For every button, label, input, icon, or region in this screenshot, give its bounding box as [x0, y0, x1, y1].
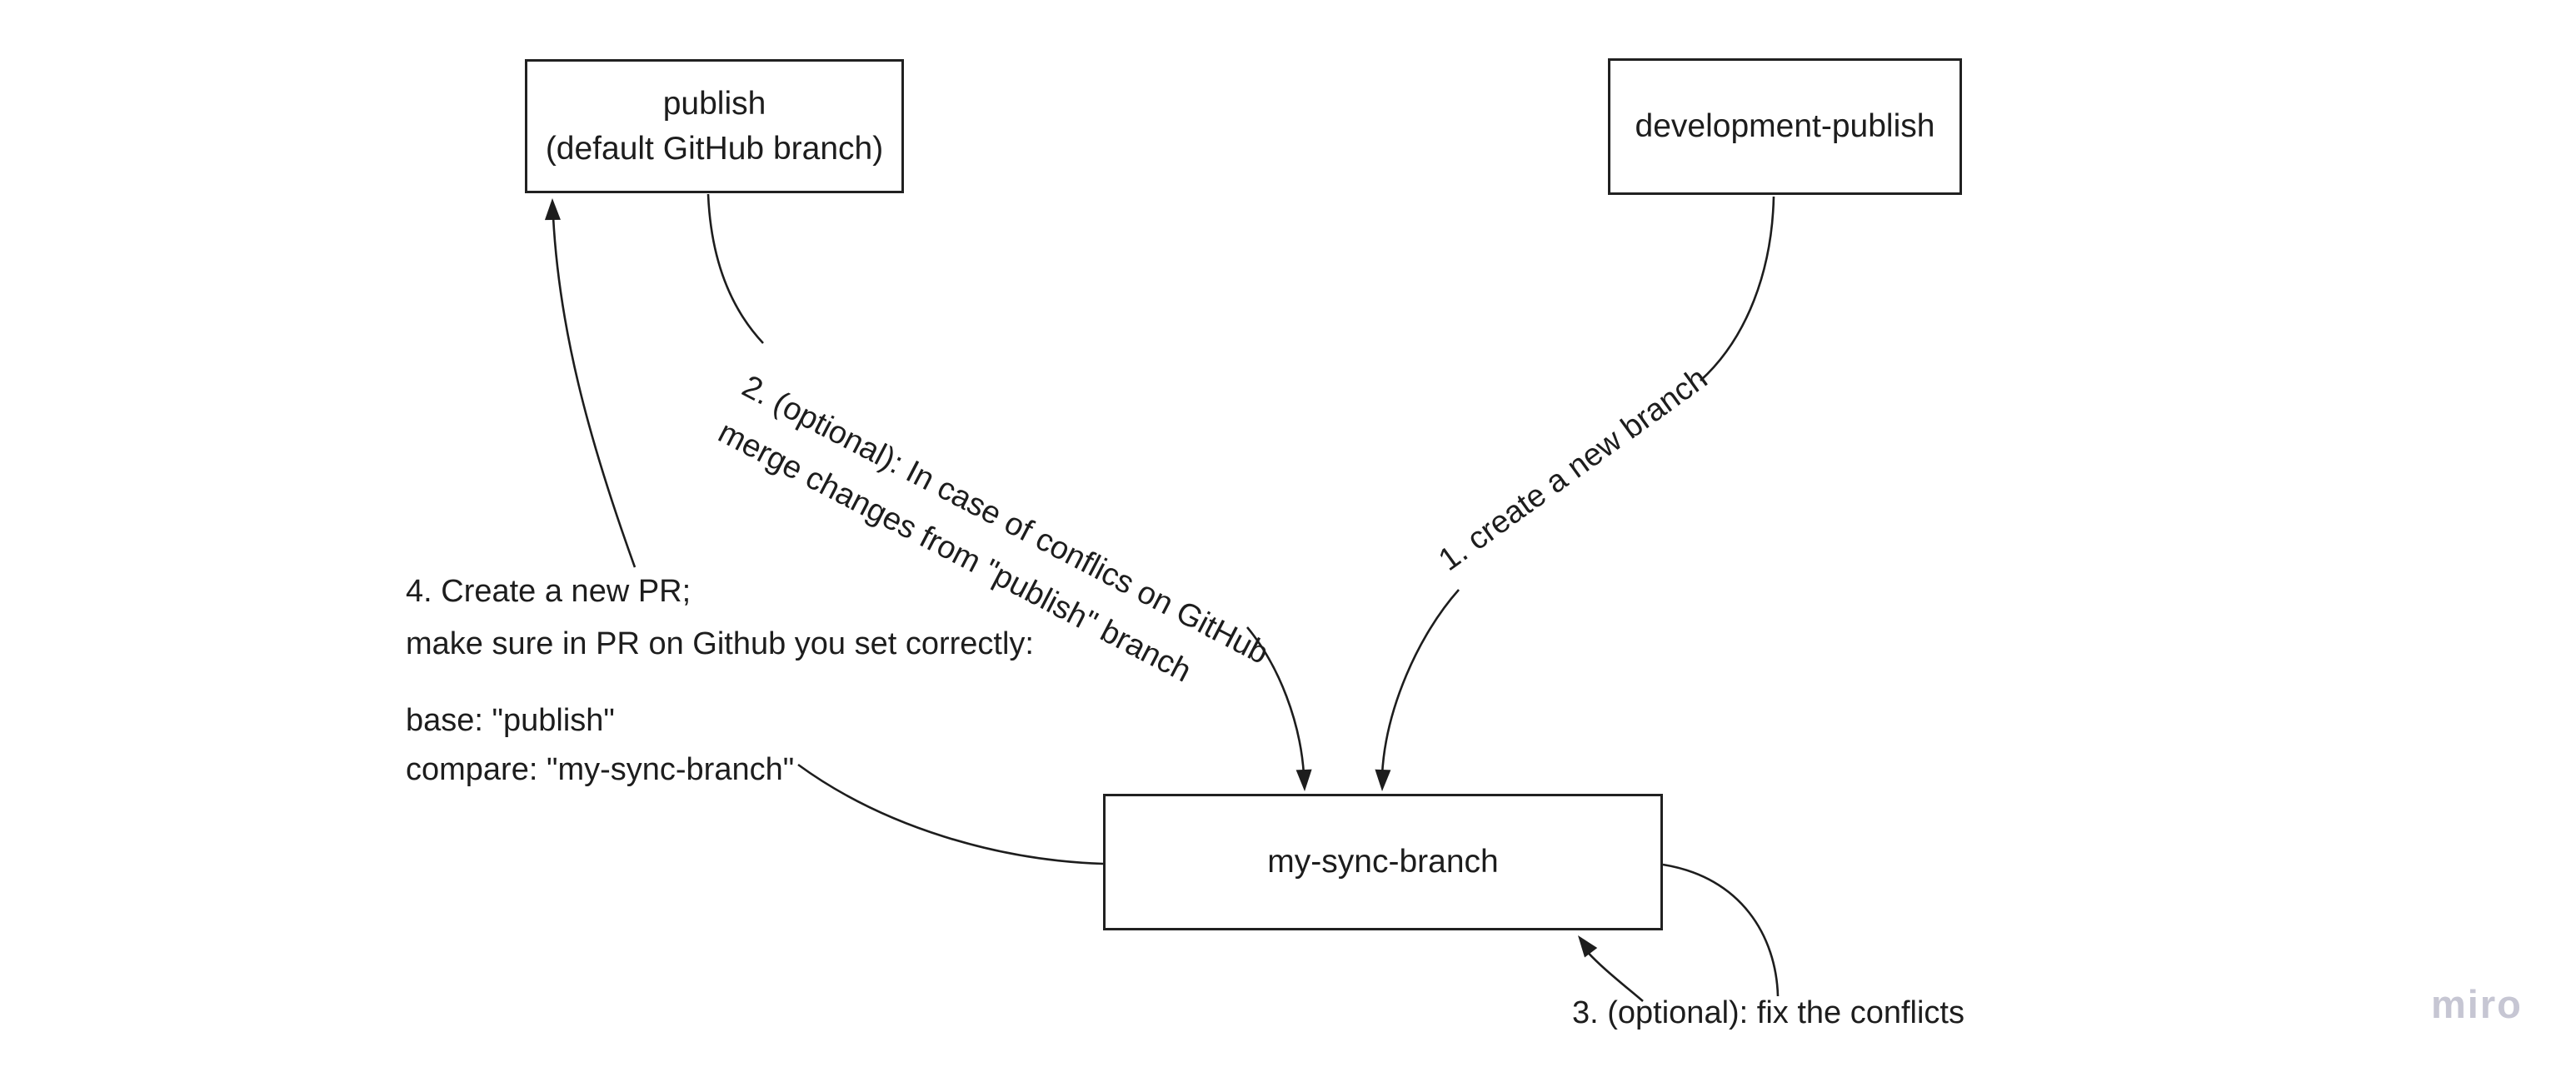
- connector-step2[interactable]: [706, 193, 1313, 792]
- label-step4-line2: make sure in PR on Github you set correc…: [406, 626, 1034, 661]
- publish-label-line2: (default GitHub branch): [545, 130, 884, 167]
- connector-step3-return-segment[interactable]: [1584, 948, 1644, 1002]
- shape-publish-branch[interactable]: publish (default GitHub branch): [525, 59, 904, 193]
- development-publish-label: development-publish: [1635, 108, 1935, 144]
- my-sync-branch-label: my-sync-branch: [1267, 844, 1499, 880]
- connector-step4[interactable]: [544, 198, 1104, 865]
- publish-label-line1: publish: [662, 85, 766, 122]
- connector-step4-lower-segment[interactable]: [797, 763, 1104, 865]
- label-step3-text: 3. (optional): fix the conflicts: [1572, 995, 1964, 1030]
- label-step4-line3: base: "publish": [406, 703, 615, 738]
- shape-development-publish-branch[interactable]: development-publish: [1608, 58, 1962, 195]
- miro-logo-watermark: miro: [2431, 981, 2523, 1027]
- arrowhead-step3[interactable]: [1571, 930, 1598, 958]
- label-step4-line1: 4. Create a new PR;: [406, 574, 691, 609]
- connector-step1-upper-segment[interactable]: [1700, 196, 1775, 381]
- connector-step1-lower-segment[interactable]: [1380, 589, 1460, 775]
- connector-step1[interactable]: [1375, 196, 1775, 792]
- miro-logo-text: miro: [2431, 982, 2523, 1026]
- connector-step4-upper-segment[interactable]: [552, 216, 637, 568]
- label-step4-create-pr[interactable]: 4. Create a new PR; make sure in PR on G…: [406, 570, 1156, 803]
- label-step4-line4: compare: "my-sync-branch": [406, 752, 795, 787]
- label-step3-fix-conflicts[interactable]: 3. (optional): fix the conflicts: [1572, 991, 1964, 1035]
- connector-step2-upper-segment[interactable]: [706, 193, 764, 344]
- connector-step3[interactable]: [1571, 863, 1780, 1002]
- connector-step3-outer-segment[interactable]: [1662, 863, 1780, 997]
- arrowhead-step1[interactable]: [1375, 769, 1391, 792]
- arrowhead-step2[interactable]: [1295, 769, 1313, 792]
- shape-my-sync-branch[interactable]: my-sync-branch: [1103, 794, 1663, 930]
- connector-step2-lower-segment[interactable]: [1246, 626, 1305, 775]
- arrowhead-step4[interactable]: [544, 198, 561, 221]
